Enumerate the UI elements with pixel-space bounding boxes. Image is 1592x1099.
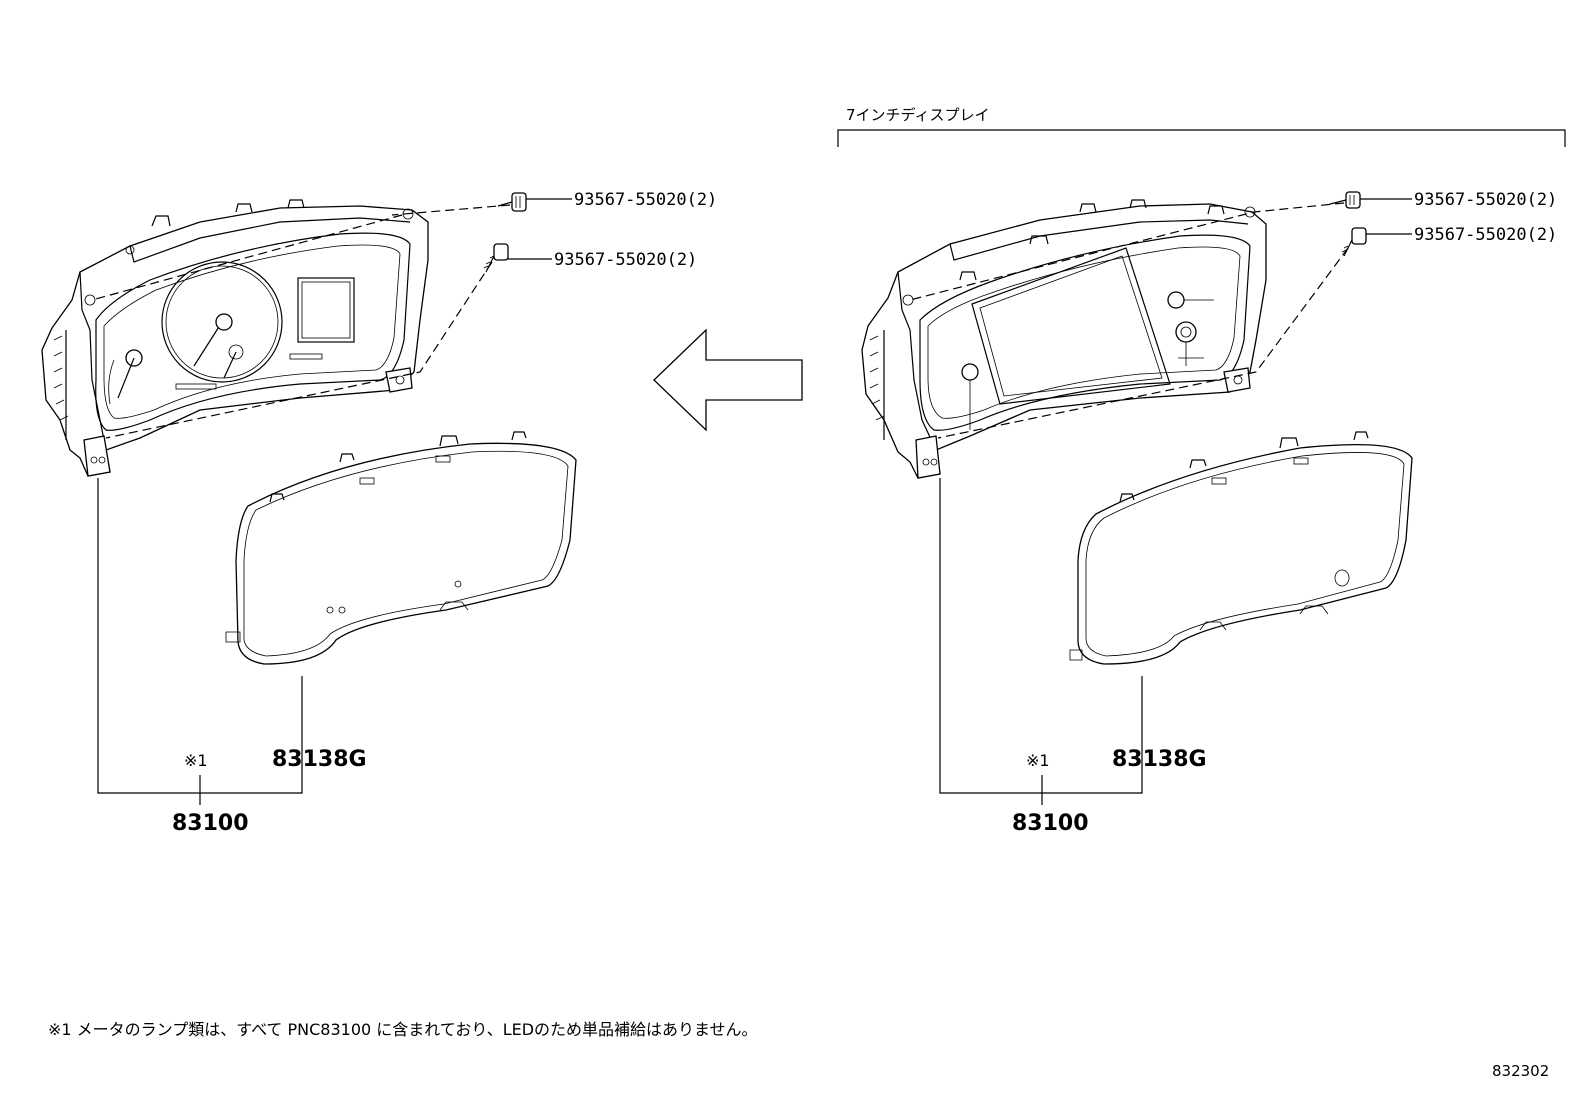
left-meter-housing <box>41 199 429 477</box>
right-note-marker: ※1 <box>1026 751 1050 770</box>
variant-label: 7インチディスプレイ <box>846 106 990 124</box>
variant-bracket <box>837 129 1566 147</box>
right-bolt-lower-label: 93567-55020(2) <box>1414 225 1557 245</box>
right-meter-housing <box>861 199 1267 479</box>
left-bolt-lower-icon <box>483 243 509 273</box>
right-upper-dash-line <box>909 202 1345 301</box>
left-note-marker: ※1 <box>184 751 208 770</box>
left-lcd-display <box>175 277 355 390</box>
left-lower-dash-line <box>105 261 493 439</box>
right-bolt-lower-icon <box>1341 227 1367 257</box>
right-bolt-upper-label: 93567-55020(2) <box>1414 190 1557 210</box>
right-indicator-icons <box>961 291 1214 430</box>
left-arrow-icon <box>653 328 803 432</box>
right-lens-part-label: 83138G <box>1112 747 1207 772</box>
left-bolt-lower-label: 93567-55020(2) <box>554 250 697 270</box>
right-bolt-upper-icon <box>1329 191 1361 209</box>
right-meter-part-label: 83100 <box>1012 811 1089 836</box>
left-upper-dash-line <box>91 204 511 301</box>
right-meter-assembly: 93567-55020(2) 93567-55020(2) ※1 83138G … <box>861 190 1557 836</box>
left-meter-lens <box>225 431 577 665</box>
right-pnc-bracket <box>939 478 1143 794</box>
right-meter-lens <box>1069 431 1413 665</box>
right-7inch-display <box>971 247 1171 405</box>
left-tachometer-dial <box>108 349 143 405</box>
left-bolt-upper-icon <box>497 192 527 212</box>
left-bolt-upper-label: 93567-55020(2) <box>574 190 717 210</box>
right-lower-dash-line <box>937 247 1349 439</box>
left-speedometer-dial <box>161 261 283 383</box>
left-meter-part-label: 83100 <box>172 811 249 836</box>
left-lens-part-label: 83138G <box>272 747 367 772</box>
left-meter-assembly: 93567-55020(2) 93567-55020(2) ※1 83138G … <box>41 190 717 836</box>
footnote-text: ※1 メータのランプ類は、すべて PNC83100 に含まれており、LEDのため… <box>48 1020 758 1039</box>
diagram-number: 832302 <box>1492 1062 1549 1080</box>
